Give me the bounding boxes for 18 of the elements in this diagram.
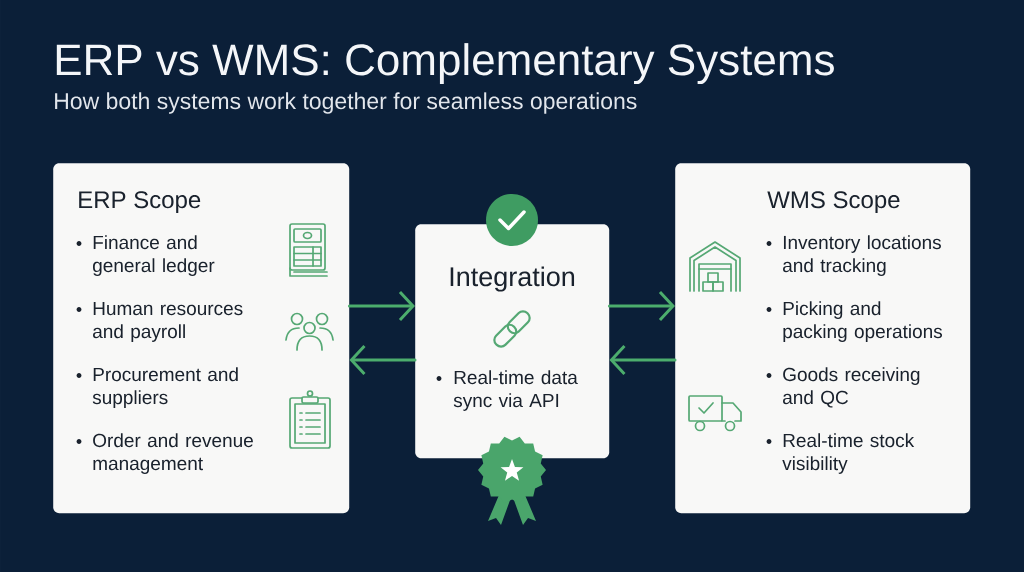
card-heading: ERP Scope: [79, 191, 201, 213]
arrow: [349, 344, 417, 375]
arrow: [609, 344, 677, 375]
subtitle: How both systems work together for seamless operations: [55, 92, 637, 114]
bullet-text: Finance and general ledger: [93, 235, 215, 276]
bullet-text: Real-time stock visibility: [782, 433, 915, 474]
bullet-text: Order and revenue management: [93, 433, 253, 474]
bullet-text: Inventory locations and tracking: [783, 235, 941, 276]
card-heading: Integration: [450, 266, 575, 292]
arrow: [607, 290, 675, 321]
bullet-text: Picking and packing operations: [783, 301, 943, 342]
bullet-text: Human resources and payroll: [93, 301, 243, 342]
arrow: [347, 290, 415, 321]
bullet-text: Goods receiving and QC: [783, 367, 920, 408]
bullet-text: Procurement and suppliers: [92, 367, 238, 408]
bullet-text: Real-time data sync via API: [453, 370, 578, 411]
title: ERP vs WMS: Complementary Systems: [56, 43, 834, 85]
card-heading: WMS Scope: [767, 191, 900, 213]
